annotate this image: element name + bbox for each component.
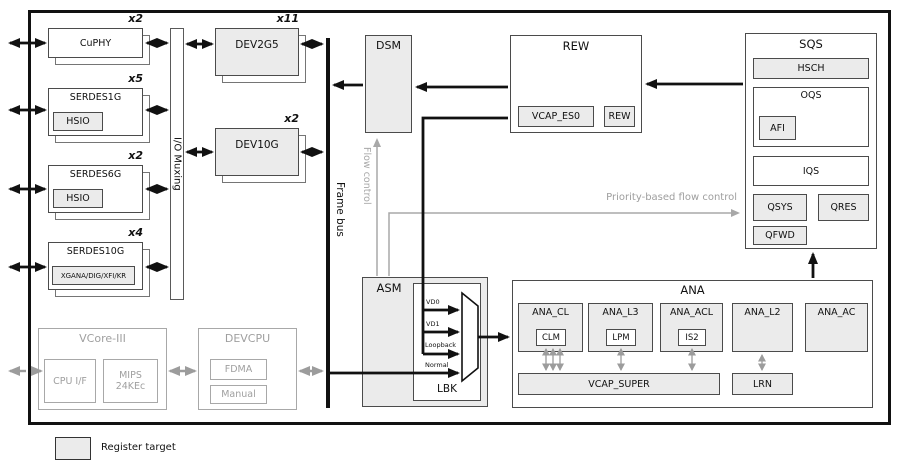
dev2g5-block: DEV2G5 — [215, 28, 299, 76]
vcap-es0-label: VCAP_ES0 — [531, 111, 581, 122]
vcap-super-box: VCAP_SUPER — [518, 373, 720, 395]
is2-box: IS2 — [678, 329, 706, 346]
serdes10g-label: SERDES10G — [66, 246, 125, 257]
qsys-label: QSYS — [767, 202, 793, 213]
lbk-label: LBK — [437, 383, 457, 395]
hsch-box: HSCH — [753, 58, 869, 79]
ana-cl-label: ANA_CL — [532, 307, 569, 318]
hsio-label: HSIO — [66, 116, 90, 127]
lpm-box: LPM — [606, 329, 636, 346]
frame-bus — [325, 38, 330, 408]
dev2g5-multiplier: x11 — [276, 12, 299, 25]
serdes1g-multiplier: x5 — [128, 72, 143, 85]
lrn-box: LRN — [732, 373, 793, 395]
qres-label: QRES — [830, 202, 857, 213]
dsm-label: DSM — [376, 39, 401, 52]
serdes6g-multiplier: x2 — [128, 149, 143, 162]
rew-inner-label: REW — [608, 111, 631, 122]
io-muxing-bar: I/O Muxing — [170, 28, 184, 300]
cpu-if-box: CPU I/F — [44, 359, 96, 403]
lpm-label: LPM — [612, 332, 630, 343]
iqs-label: IQS — [802, 165, 820, 177]
is2-label: IS2 — [685, 332, 699, 343]
rew-inner-box: REW — [604, 106, 635, 127]
hsch-label: HSCH — [797, 63, 825, 74]
iqs-box: IQS — [753, 156, 869, 186]
devcpu-label: DEVCPU — [224, 332, 271, 345]
serdes6g-hsio-box: HSIO — [53, 189, 103, 208]
mux-input-loopback-label: Loopback — [425, 341, 457, 349]
cpu-if-label: CPU I/F — [53, 375, 87, 387]
dev10g-label: DEV10G — [235, 139, 279, 151]
vcap-es0-box: VCAP_ES0 — [518, 106, 594, 127]
mips-label-line2: 24KEc — [115, 381, 146, 392]
mux-input-vd0-label: VD0 — [426, 298, 440, 306]
fdma-box: FDMA — [210, 359, 267, 380]
afi-label: AFI — [770, 122, 785, 134]
manual-label: Manual — [221, 389, 256, 400]
dev2g5-label: DEV2G5 — [235, 39, 279, 51]
ana-label: ANA — [680, 283, 705, 297]
rew-label: REW — [562, 39, 590, 53]
clm-label: CLM — [541, 332, 560, 343]
mips-label-line1: MIPS — [119, 370, 142, 381]
mux-input-vd1-label: VD1 — [426, 320, 440, 328]
qres-box: QRES — [818, 194, 869, 221]
priority-flow-label: Priority-based flow control — [606, 192, 737, 203]
ana-l2-box — [732, 303, 793, 352]
serdes1g-hsio-box: HSIO — [53, 112, 103, 131]
asm-label: ASM — [376, 281, 402, 295]
dev10g-multiplier: x2 — [284, 112, 299, 125]
mips-box: MIPS 24KEc — [103, 359, 158, 403]
serdes10g-multiplier: x4 — [128, 226, 143, 239]
vcap-super-label: VCAP_SUPER — [588, 378, 650, 390]
ana-acl-label: ANA_ACL — [669, 307, 714, 318]
serdes1g-label: SERDES1G — [69, 92, 122, 103]
manual-box: Manual — [210, 385, 267, 404]
cuphy-label: CuPHY — [79, 37, 112, 49]
qsys-box: QSYS — [753, 194, 807, 221]
qfwd-box: QFWD — [753, 226, 807, 245]
frame-bus-label: Frame bus — [334, 182, 347, 237]
mux-input-normal-label: Normal — [425, 361, 449, 369]
clm-box: CLM — [536, 329, 566, 346]
afi-box: AFI — [759, 116, 796, 140]
cuphy-multiplier: x2 — [128, 12, 143, 25]
ana-l3-label: ANA_L3 — [602, 307, 639, 318]
legend-label: Register target — [101, 442, 176, 453]
serdes10g-xgana-box: XGANA/DIG/XFI/KR — [52, 266, 135, 285]
ana-ac-label: ANA_AC — [817, 307, 856, 318]
cuphy-block: CuPHY — [48, 28, 143, 58]
oqs-label: OQS — [800, 90, 822, 101]
hsio-label: HSIO — [66, 193, 90, 204]
xgana-label: XGANA/DIG/XFI/KR — [60, 271, 127, 280]
vcore-label: VCore-III — [79, 332, 126, 345]
flow-control-label: Flow control — [360, 147, 372, 205]
dsm-block — [365, 35, 412, 133]
legend-swatch — [55, 437, 91, 460]
qfwd-label: QFWD — [765, 230, 795, 241]
fdma-label: FDMA — [224, 364, 253, 375]
ana-ac-box — [805, 303, 868, 352]
lrn-label: LRN — [753, 378, 772, 390]
sqs-label: SQS — [799, 37, 823, 51]
dev10g-block: DEV10G — [215, 128, 299, 176]
io-muxing-label: I/O Muxing — [171, 137, 183, 191]
chip-boundary — [28, 10, 891, 425]
ana-l2-label: ANA_L2 — [744, 307, 781, 318]
serdes6g-label: SERDES6G — [69, 169, 122, 180]
